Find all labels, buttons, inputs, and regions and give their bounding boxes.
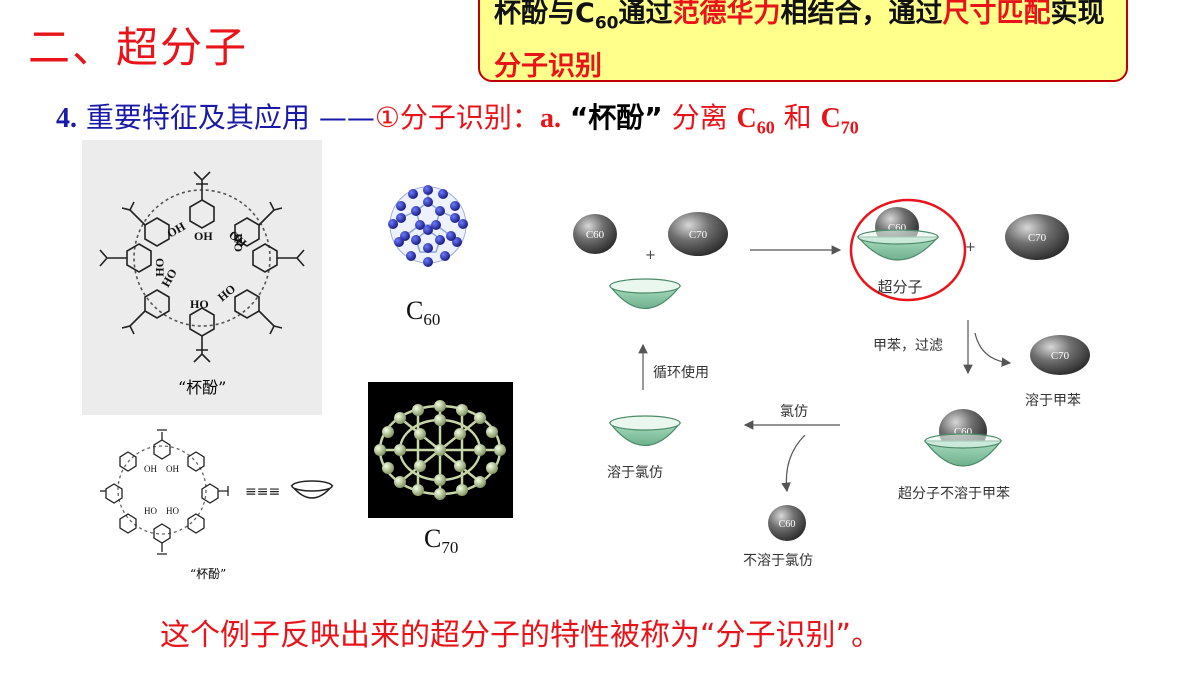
oh-label-top-left: OH xyxy=(165,219,189,241)
calixarene-caption: “杯酚” xyxy=(178,378,226,397)
heading-letter: a. xyxy=(539,103,561,134)
summary-sentence: 这个例子反映出来的超分子的特性被称为“分子识别”。 xyxy=(160,618,882,653)
label-dissolve-chloroform: 溶于氯仿 xyxy=(607,465,663,481)
heading-dash: —— xyxy=(318,101,375,134)
ball-c60-start-label: C60 xyxy=(586,229,605,241)
small-ho-1: HO xyxy=(144,506,157,516)
callout-text-4: 相结合，通过 xyxy=(780,0,943,29)
ho-label-bottom: HO xyxy=(190,297,209,311)
ball-c70-dissolved-label: C70 xyxy=(1051,350,1070,362)
ball-c60-start xyxy=(573,214,617,254)
label-toluene-filter: 甲苯，过滤 xyxy=(873,337,943,354)
heading-title: 重要特征及其应用 xyxy=(85,101,310,134)
heading-calixarene: 杯酚 xyxy=(588,101,645,134)
equivalence-sign: ≡≡≡ xyxy=(245,484,280,500)
section-title: 二、超分子 xyxy=(28,23,249,72)
label-insoluble-chloroform: 不溶于氯仿 xyxy=(743,553,813,569)
label-insoluble-toluene: 超分子不溶于甲苯 xyxy=(898,485,1010,502)
label-recycle: 循环使用 xyxy=(653,364,709,381)
c60-label: C60 xyxy=(406,296,441,330)
small-oh-1: OH xyxy=(144,464,157,474)
c70-molecule-image xyxy=(368,382,513,518)
arrow-chloroform-curve xyxy=(781,434,806,493)
oh-label-right: OH xyxy=(231,233,245,252)
plus-sign-2: + xyxy=(965,240,976,255)
ball-c60-final xyxy=(768,505,806,541)
ball-c70-dissolved xyxy=(1030,335,1090,375)
separation-process-diagram: C60 C70 + C60 超分子 + C70 甲苯，过滤 C70 溶于甲苯 C… xyxy=(573,198,1090,569)
subheading: 4. 重要特征及其应用 ——①分子识别：a. “杯酚” 分离 C60 和 C70 xyxy=(56,96,859,139)
ball-c70-right xyxy=(1005,214,1069,260)
oh-label-top: OH xyxy=(194,229,213,243)
heading-quote-open: “ xyxy=(569,101,589,134)
ball-c60-final-label: C60 xyxy=(779,519,796,530)
callout-molecular-recognition: 分子识别 xyxy=(494,51,602,83)
calixarene-structure-diagram: OH OH OH OH OH HO HO HO “杯酚” xyxy=(99,171,305,397)
callout-vdw: 范德华力 xyxy=(672,0,781,29)
supramolecule-highlight-ring xyxy=(849,198,967,302)
plus-sign-1: + xyxy=(645,248,656,263)
callout-text-1: 杯酚与C xyxy=(494,0,595,29)
heading-c70: C70 xyxy=(820,103,859,138)
oh-label-left: OH xyxy=(153,258,167,277)
callout-text-2: 通过 xyxy=(618,0,673,29)
callout-box: 杯酚与C60通过范德华力相结合，通过尺寸匹配实现分子识别 xyxy=(478,0,1128,82)
callout-size-match: 尺寸匹配 xyxy=(942,0,1051,29)
heading-item: ①分子识别： xyxy=(374,101,540,134)
calixarene-structure-panel: OH OH OH OH OH HO HO HO “杯酚” xyxy=(82,140,322,415)
callout-sub-60: 60 xyxy=(594,13,619,34)
ball-c70-start xyxy=(668,212,728,256)
calixarene-caption-small: “杯酚” xyxy=(190,567,226,581)
label-dissolve-toluene: 溶于甲苯 xyxy=(1025,392,1081,409)
c70-label: C70 xyxy=(424,524,459,558)
heading-separate: 分离 xyxy=(671,101,728,134)
small-ho-2: HO xyxy=(166,506,179,516)
heading-c60: C60 xyxy=(736,103,775,138)
ball-c70-right-label: C70 xyxy=(1028,232,1047,244)
small-oh-2: OH xyxy=(166,464,179,474)
calixarene-bowl-equivalence: OH OH HO HO ≡≡≡ “杯酚” xyxy=(100,429,334,581)
heading-quote-close: ” xyxy=(644,101,663,134)
heading-and: 和 xyxy=(783,101,812,134)
label-supramolecule: 超分子 xyxy=(877,278,922,296)
heading-number: 4. xyxy=(56,103,77,134)
c60-molecule-image xyxy=(388,185,468,267)
callout-text-6: 实现 xyxy=(1050,0,1105,29)
arrow-filter-curve xyxy=(974,332,1012,367)
label-chloroform: 氯仿 xyxy=(780,404,808,420)
ball-c70-start-label: C70 xyxy=(689,229,708,241)
